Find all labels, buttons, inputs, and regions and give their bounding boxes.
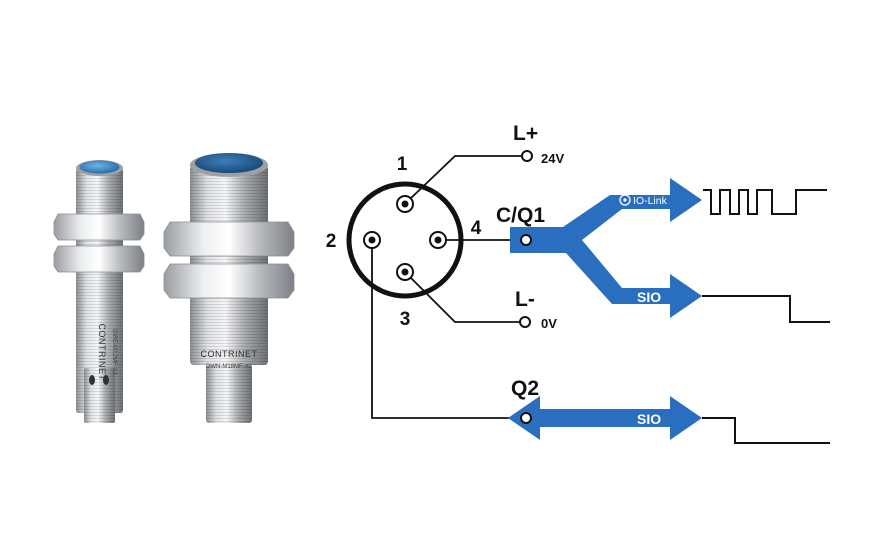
sensor-m12-model: DWE-M12MF-X3 bbox=[111, 329, 117, 375]
wiring bbox=[371, 155, 523, 419]
sensor-m12-brand: CONTRINET bbox=[97, 324, 107, 381]
terminal-q2 bbox=[520, 412, 532, 424]
sensor-face bbox=[79, 160, 120, 174]
sio-switch-wave-1 bbox=[702, 295, 830, 323]
cq1-y-arrow bbox=[510, 178, 702, 318]
pin-4-label: 4 bbox=[471, 218, 482, 239]
terminals bbox=[519, 150, 533, 424]
terminal-lminus bbox=[519, 316, 531, 328]
sio-output-1-label: SIO bbox=[637, 289, 661, 305]
sensor-m18: CONTRINET DWN-M18MF-X3 bbox=[163, 153, 295, 423]
iolink-icon bbox=[619, 194, 631, 206]
iolink-badge: IO-Link bbox=[619, 194, 668, 207]
lminus-label: L- bbox=[515, 288, 535, 311]
wire-pin3-lminus bbox=[409, 276, 521, 323]
sensor-m12: CONTRINET DWE-M12MF-X3 bbox=[53, 160, 145, 423]
signal-arrows bbox=[508, 178, 702, 440]
cq1-label: C/Q1 bbox=[496, 204, 545, 227]
pin-1-label: 1 bbox=[397, 154, 408, 175]
iolink-pulse-wave bbox=[703, 189, 827, 215]
wire-pin2-q2 bbox=[371, 248, 522, 419]
sensor-face bbox=[195, 153, 263, 173]
sio-switch-wave-2 bbox=[702, 417, 830, 444]
iolink-label: IO-Link bbox=[633, 195, 668, 207]
sio-output-2-label: SIO bbox=[637, 411, 661, 427]
sensor-m18-brand: CONTRINET bbox=[201, 349, 258, 359]
pin-3-label: 3 bbox=[400, 309, 411, 330]
sensor-m18-model: DWN-M18MF-X3 bbox=[206, 364, 253, 370]
lplus-voltage: 24V bbox=[541, 151, 564, 166]
waveforms bbox=[702, 189, 830, 444]
terminal-lplus bbox=[521, 150, 533, 162]
terminal-cq1 bbox=[520, 234, 532, 246]
lminus-voltage: 0V bbox=[541, 316, 557, 331]
wire-pin1-lplus bbox=[409, 155, 523, 200]
q2-label: Q2 bbox=[511, 377, 539, 400]
connector-face: 1 2 3 4 bbox=[326, 154, 482, 330]
q2-double-arrow bbox=[508, 396, 702, 440]
lplus-label: L+ bbox=[513, 122, 538, 145]
pin-2-label: 2 bbox=[326, 231, 337, 252]
